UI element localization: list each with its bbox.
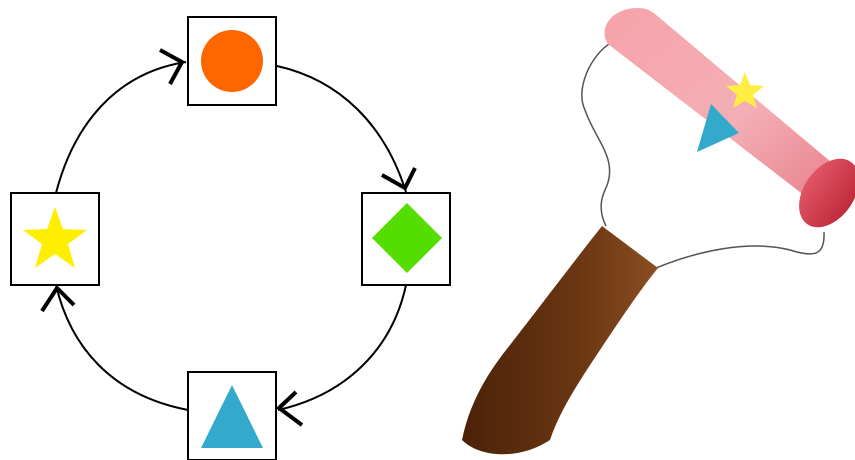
arrowhead-into-left	[40, 284, 76, 313]
arrow-right-to-bottom	[277, 284, 407, 411]
arrow-bottom-to-left	[55, 284, 189, 411]
diamond-icon	[372, 203, 442, 273]
triangle-icon	[201, 385, 263, 448]
cycle-diagram	[10, 16, 451, 460]
star-icon	[23, 207, 87, 268]
cycle-node-top	[187, 16, 277, 106]
cycle-node-left	[10, 192, 100, 286]
roller-triangle-icon	[697, 104, 739, 152]
roller-star-icon	[726, 72, 764, 108]
arrow-left-to-top	[55, 61, 187, 194]
cycle-node-bottom	[187, 371, 277, 460]
roller-wire-frame	[581, 41, 613, 227]
arrowhead-into-right	[381, 167, 417, 191]
paint-roller-icon	[462, 8, 855, 455]
roller-end-cap	[799, 158, 855, 228]
cycle-arrowheads	[40, 48, 417, 427]
roller-wire-frame-lower	[655, 231, 825, 269]
arrow-top-to-right	[276, 65, 407, 193]
cycle-arrows	[55, 61, 407, 411]
circle-icon	[201, 30, 263, 92]
roller-handle	[462, 226, 658, 455]
roller-cylinder	[604, 8, 850, 211]
arrowhead-into-top	[159, 48, 185, 85]
cycle-node-right	[361, 192, 451, 286]
arrowhead-into-bottom	[275, 390, 304, 427]
